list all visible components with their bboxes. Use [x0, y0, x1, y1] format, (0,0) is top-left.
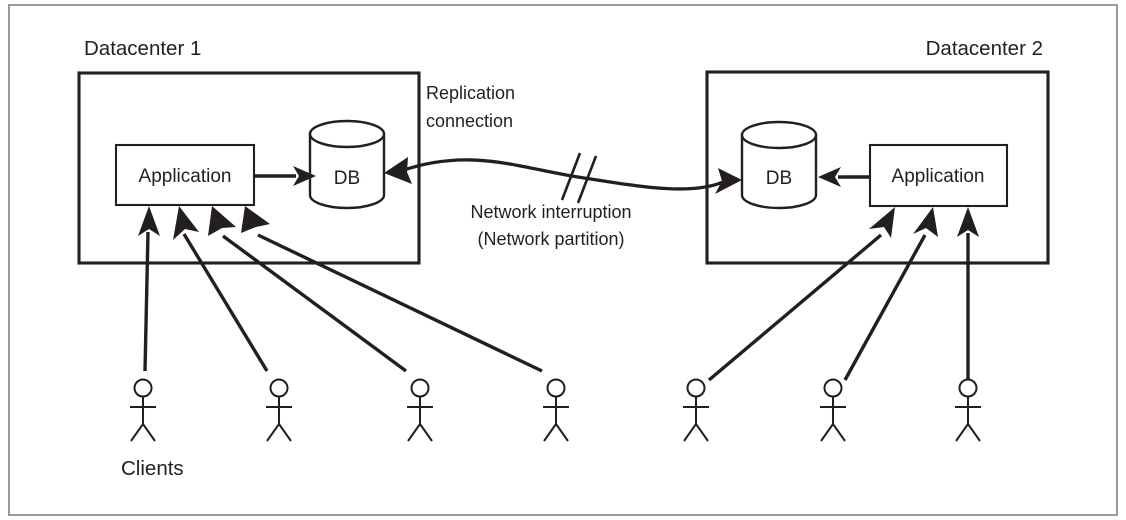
client-figure[interactable]: [955, 378, 981, 442]
datacenter-2-application-box[interactable]: [868, 143, 1009, 208]
client-arrow-4: [241, 206, 543, 373]
client-arrow-6: [843, 207, 938, 381]
replication-arrow-left: [384, 157, 412, 184]
client-request-arrows-dc1: [138, 206, 543, 373]
datacenter-1-application-box[interactable]: [114, 143, 256, 207]
clients-label: Clients: [121, 457, 184, 480]
replication-connection-link: [384, 152, 742, 204]
replication-arrow-right: [715, 168, 742, 194]
dc2-app-to-db-arrow: [818, 167, 869, 187]
client-figure[interactable]: [683, 378, 709, 442]
replication-connection-annotation: Replication connection: [426, 83, 515, 131]
datacenter-1-database-label: DB: [334, 168, 360, 189]
datacenter-2-group: Datacenter 2 Application DB: [705, 37, 1050, 265]
client-request-arrows-dc2: [707, 207, 979, 382]
figure-frame: [8, 4, 1118, 516]
client-figure[interactable]: [820, 378, 846, 442]
client-arrow-5: [707, 207, 895, 382]
replication-connection-line2: connection: [426, 111, 513, 131]
network-interruption-line2: (Network partition): [477, 229, 624, 249]
client-figure[interactable]: [130, 378, 156, 442]
client-figures-group: [130, 378, 981, 442]
network-interruption-line1: Network interruption: [470, 202, 631, 222]
datacenter-2-database-icon[interactable]: [740, 120, 818, 210]
network-interruption-annotation: Network interruption (Network partition): [470, 202, 631, 249]
client-figure[interactable]: [407, 378, 433, 442]
datacenter-1-application-label: Application: [139, 166, 232, 187]
datacenter-1-group: Datacenter 1 Application DB: [77, 37, 421, 265]
client-figure[interactable]: [266, 378, 292, 442]
replication-connection-line1: Replication: [426, 83, 515, 103]
network-break-slash-2: [576, 155, 598, 204]
dc1-app-to-db-arrow: [255, 166, 316, 186]
client-arrow-2: [173, 206, 269, 372]
client-figure[interactable]: [543, 378, 569, 442]
datacenter-2-application-label: Application: [892, 166, 985, 187]
client-arrow-7: [957, 207, 979, 380]
datacenter-1-database-icon[interactable]: [308, 119, 386, 210]
datacenter-1-title: Datacenter 1: [84, 37, 201, 60]
network-break-slash-1: [560, 152, 582, 201]
datacenter-2-title: Datacenter 2: [926, 37, 1043, 60]
datacenter-2-database-label: DB: [766, 168, 792, 189]
client-arrow-1: [138, 206, 160, 372]
client-arrow-3: [208, 206, 408, 373]
